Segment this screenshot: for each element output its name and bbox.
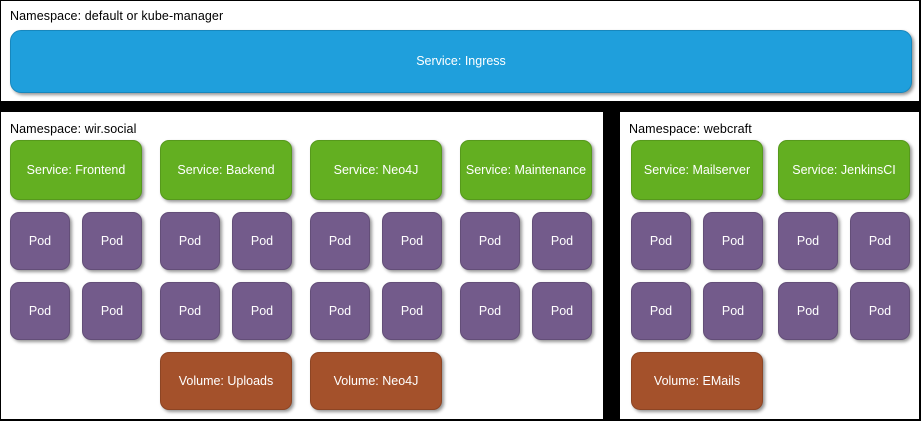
pod-label: Pod	[328, 303, 352, 318]
service-maintenance[interactable]: Service: Maintenance	[460, 140, 592, 200]
pod-label: Pod	[328, 233, 352, 248]
frame-left-border	[0, 0, 1, 421]
frame-bottom-border	[0, 419, 921, 421]
frame-top-border	[0, 0, 921, 1]
namespace-label-wir-social: Namespace: wir.social	[10, 122, 137, 136]
pod-mailserver-2[interactable]: Pod	[703, 212, 763, 270]
service-backend-label: Service: Backend	[177, 162, 275, 177]
volume-neo4j-label: Volume: Neo4J	[333, 373, 419, 388]
pod-maintenance-1[interactable]: Pod	[460, 212, 520, 270]
pod-label: Pod	[28, 303, 52, 318]
pod-label: Pod	[178, 233, 202, 248]
pod-maintenance-3[interactable]: Pod	[460, 282, 520, 340]
pod-jenkinsci-3[interactable]: Pod	[778, 282, 838, 340]
separator-vertical	[603, 112, 620, 421]
namespace-wir-social: Namespace: wir.social Service: Frontend …	[1, 112, 603, 419]
namespace-webcraft: Namespace: webcraft Service: Mailserver …	[620, 112, 919, 419]
pod-maintenance-4[interactable]: Pod	[532, 282, 592, 340]
pod-maintenance-2[interactable]: Pod	[532, 212, 592, 270]
pod-mailserver-4[interactable]: Pod	[703, 282, 763, 340]
pod-label: Pod	[250, 303, 274, 318]
namespace-label-webcraft: Namespace: webcraft	[629, 122, 752, 136]
service-mailserver[interactable]: Service: Mailserver	[631, 140, 763, 200]
pod-label: Pod	[400, 233, 424, 248]
namespace-default-kube-manager: Namespace: default or kube-manager Servi…	[1, 1, 919, 101]
pod-label: Pod	[868, 233, 892, 248]
service-neo4j-label: Service: Neo4J	[333, 162, 419, 177]
pod-mailserver-1[interactable]: Pod	[631, 212, 691, 270]
pod-frontend-1[interactable]: Pod	[10, 212, 70, 270]
volume-uploads[interactable]: Volume: Uploads	[160, 352, 292, 410]
volume-uploads-label: Volume: Uploads	[178, 373, 274, 388]
service-jenkinsci[interactable]: Service: JenkinsCI	[778, 140, 910, 200]
pod-label: Pod	[478, 303, 502, 318]
volume-emails-label: Volume: EMails	[653, 373, 741, 388]
service-mailserver-label: Service: Mailserver	[643, 162, 751, 177]
pod-frontend-3[interactable]: Pod	[10, 282, 70, 340]
pod-backend-4[interactable]: Pod	[232, 282, 292, 340]
pod-label: Pod	[649, 233, 673, 248]
pod-mailserver-3[interactable]: Pod	[631, 282, 691, 340]
pod-label: Pod	[721, 233, 745, 248]
service-ingress[interactable]: Service: Ingress	[10, 30, 912, 93]
pod-backend-3[interactable]: Pod	[160, 282, 220, 340]
pod-label: Pod	[796, 303, 820, 318]
pod-frontend-2[interactable]: Pod	[82, 212, 142, 270]
pod-neo4j-4[interactable]: Pod	[382, 282, 442, 340]
service-maintenance-label: Service: Maintenance	[465, 162, 587, 177]
pod-label: Pod	[721, 303, 745, 318]
pod-backend-1[interactable]: Pod	[160, 212, 220, 270]
pod-label: Pod	[178, 303, 202, 318]
pod-label: Pod	[649, 303, 673, 318]
frame-right-border	[919, 0, 921, 421]
volume-neo4j[interactable]: Volume: Neo4J	[310, 352, 442, 410]
separator-horizontal	[0, 101, 921, 112]
pod-backend-2[interactable]: Pod	[232, 212, 292, 270]
pod-label: Pod	[550, 233, 574, 248]
pod-jenkinsci-2[interactable]: Pod	[850, 212, 910, 270]
service-neo4j[interactable]: Service: Neo4J	[310, 140, 442, 200]
service-backend[interactable]: Service: Backend	[160, 140, 292, 200]
pod-label: Pod	[100, 233, 124, 248]
pod-label: Pod	[28, 233, 52, 248]
service-frontend[interactable]: Service: Frontend	[10, 140, 142, 200]
namespace-label-default-kube-manager: Namespace: default or kube-manager	[10, 9, 224, 23]
service-frontend-label: Service: Frontend	[26, 162, 126, 177]
pod-neo4j-3[interactable]: Pod	[310, 282, 370, 340]
service-jenkinsci-label: Service: JenkinsCI	[792, 162, 896, 177]
pod-jenkinsci-1[interactable]: Pod	[778, 212, 838, 270]
pod-label: Pod	[478, 233, 502, 248]
pod-jenkinsci-4[interactable]: Pod	[850, 282, 910, 340]
pod-frontend-4[interactable]: Pod	[82, 282, 142, 340]
pod-label: Pod	[796, 233, 820, 248]
pod-label: Pod	[550, 303, 574, 318]
pod-label: Pod	[250, 233, 274, 248]
service-ingress-label: Service: Ingress	[416, 54, 506, 68]
pod-label: Pod	[868, 303, 892, 318]
pod-label: Pod	[400, 303, 424, 318]
pod-label: Pod	[100, 303, 124, 318]
volume-emails[interactable]: Volume: EMails	[631, 352, 763, 410]
pod-neo4j-2[interactable]: Pod	[382, 212, 442, 270]
pod-neo4j-1[interactable]: Pod	[310, 212, 370, 270]
